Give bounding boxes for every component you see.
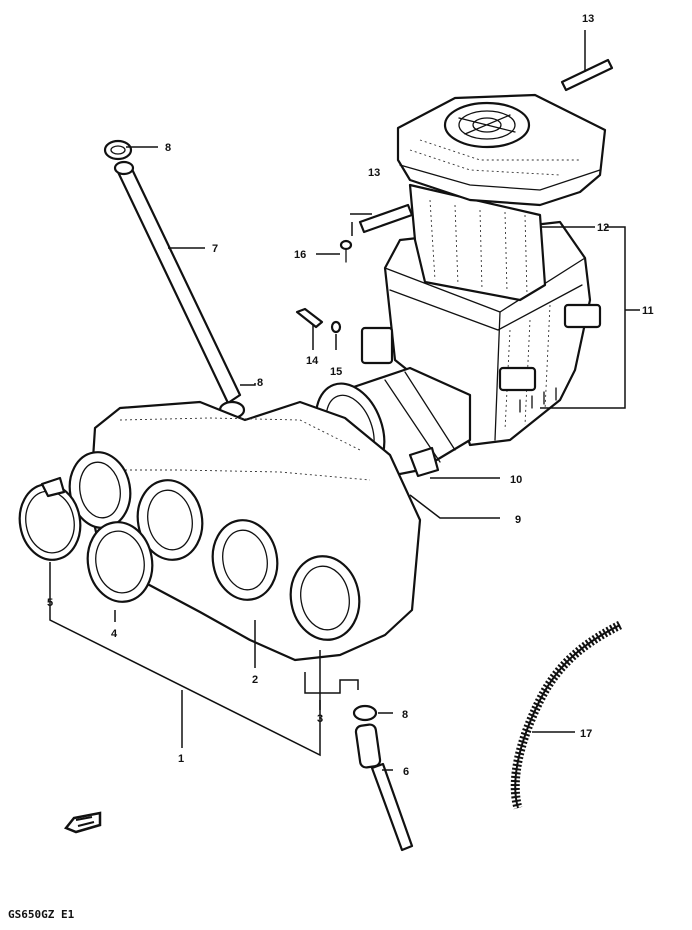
callout-11: 11	[642, 305, 654, 317]
front-arrow-icon	[63, 811, 102, 834]
callout-5: 5	[47, 597, 53, 609]
callout-10: 10	[510, 474, 522, 486]
callout-1: 1	[178, 753, 184, 765]
callout-6: 6	[403, 766, 409, 778]
breather-hose	[103, 139, 248, 446]
air-cleaner-element	[396, 93, 607, 302]
callout-3: 3	[317, 713, 323, 725]
drain-hose	[352, 704, 414, 852]
model-code: GS650GZ E1	[8, 908, 75, 921]
callout-15: 15	[330, 366, 342, 378]
intake-chamber	[68, 400, 422, 662]
bolt	[295, 307, 324, 329]
callout-17: 17	[580, 728, 592, 740]
callout-2: 2	[252, 674, 258, 686]
callout-8-top: 8	[165, 142, 171, 154]
callout-9: 9	[515, 514, 521, 526]
leader-lines	[49, 30, 640, 771]
callout-16: 16	[294, 249, 306, 261]
sealing-ring	[86, 521, 154, 603]
callout-12: 12	[597, 222, 609, 234]
callout-13-top: 13	[582, 13, 594, 25]
callout-7: 7	[212, 243, 218, 255]
rubber-strap-top	[560, 58, 614, 92]
callout-14: 14	[306, 355, 319, 367]
callout-13-mid: 13	[368, 167, 380, 179]
hose-clamp	[18, 476, 82, 561]
callout-8-bottom: 8	[402, 709, 408, 721]
washer	[330, 320, 342, 334]
screw	[339, 239, 353, 263]
callout-4: 4	[111, 628, 118, 640]
breather-coil	[510, 620, 623, 810]
rubber-strap-mid	[358, 203, 414, 234]
callout-8-mid: 8	[257, 377, 263, 389]
